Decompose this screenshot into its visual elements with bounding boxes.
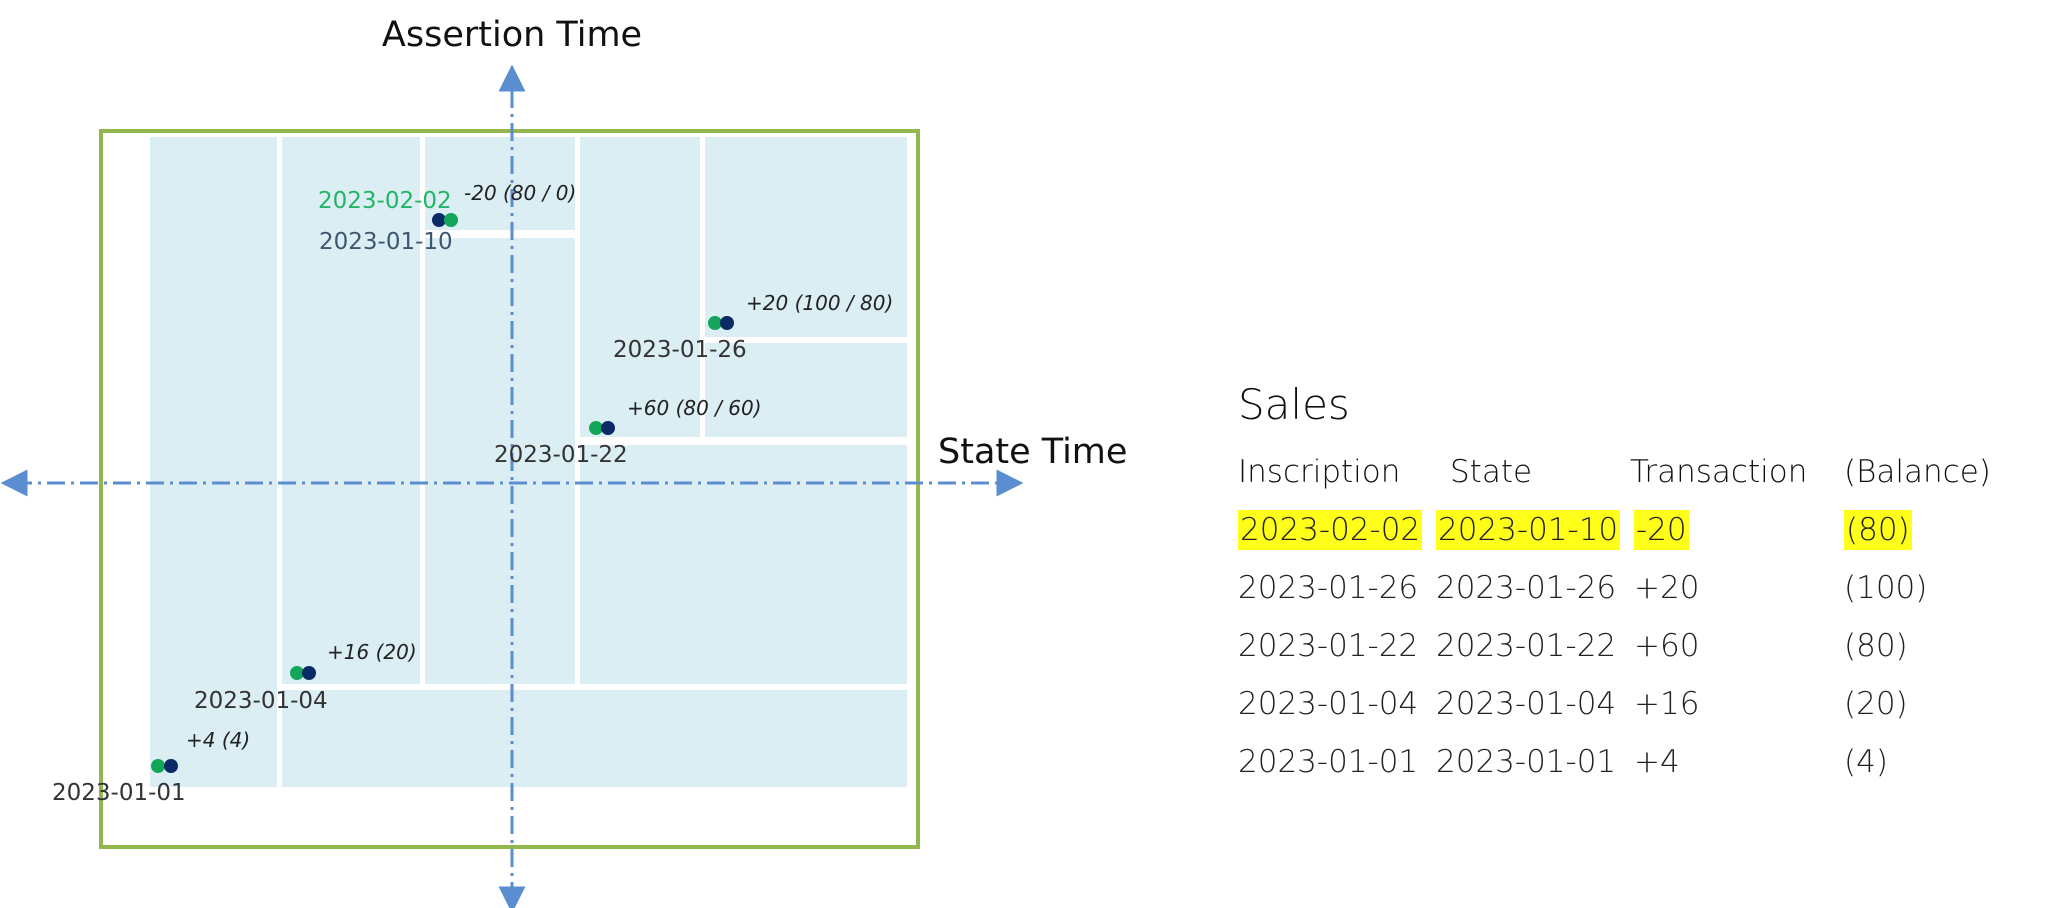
cell-value: 2023-01-04 — [1238, 686, 1419, 722]
cell-transaction: -20 — [1630, 510, 1844, 550]
table-title: Sales — [1238, 380, 1350, 429]
cell-balance: (4) — [1844, 744, 2014, 780]
point-label: 2023-01-04 — [194, 688, 328, 714]
region-r7 — [705, 137, 907, 337]
point-annotation: +60 (80 / 60) — [627, 396, 762, 420]
cell-value: +60 — [1634, 628, 1700, 664]
dot-navy — [601, 421, 615, 435]
dot-green — [290, 666, 304, 680]
cell-value: 2023-01-26 — [1436, 570, 1617, 606]
point-annotation: +16 (20) — [327, 640, 417, 664]
region-r9 — [580, 445, 907, 684]
cell-inscription: 2023-02-02 — [1238, 510, 1436, 550]
cell-value: 2023-01-10 — [1436, 510, 1621, 550]
cell-value: +4 — [1634, 744, 1680, 780]
cell-value: +20 — [1634, 570, 1700, 606]
horizontal-axis-label: State Time — [938, 432, 1127, 472]
cell-state: 2023-01-01 — [1436, 744, 1630, 780]
point-2023-01-04: 2023-01-04 +16 (20) — [194, 640, 417, 714]
point-annotation: +4 (4) — [186, 728, 250, 752]
region-r6 — [580, 137, 700, 437]
cell-inscription: 2023-01-22 — [1238, 628, 1436, 664]
cell-balance: (80) — [1844, 510, 2014, 550]
region-r2 — [282, 137, 420, 684]
cell-inscription: 2023-01-01 — [1238, 744, 1436, 780]
dot-green — [444, 213, 458, 227]
dot-navy — [720, 316, 734, 330]
point-2023-01-26: 2023-01-26 +20 (100 / 80) — [613, 291, 893, 363]
cell-inscription: 2023-01-04 — [1238, 686, 1436, 722]
cell-value: 2023-02-02 — [1238, 510, 1423, 550]
cell-balance: (20) — [1844, 686, 2014, 722]
point-annotation: -20 (80 / 0) — [464, 181, 576, 205]
dot-green — [708, 316, 722, 330]
cell-balance: (80) — [1844, 628, 2014, 664]
header-state: State — [1450, 454, 1533, 490]
region-r8 — [705, 343, 907, 437]
table-row: 2023-01-22 2023-01-22 +60 (80) — [1238, 617, 2018, 675]
point-label: 2023-01-10 — [319, 229, 453, 255]
vertical-axis-label: Assertion Time — [382, 15, 642, 55]
dot-green — [151, 759, 165, 773]
cell-value: 2023-01-04 — [1436, 686, 1617, 722]
dot-navy — [164, 759, 178, 773]
cell-transaction: +4 — [1630, 744, 1844, 780]
point-label: 2023-01-26 — [613, 337, 747, 363]
point-label-assertion: 2023-02-02 — [318, 188, 452, 214]
cell-state: 2023-01-26 — [1436, 570, 1630, 606]
point-annotation: +20 (100 / 80) — [746, 291, 893, 315]
dot-navy — [302, 666, 316, 680]
cell-value: (80) — [1844, 628, 1908, 664]
point-2023-01-22: 2023-01-22 +60 (80 / 60) — [494, 396, 762, 468]
cell-transaction: +20 — [1630, 570, 1844, 606]
cell-transaction: +16 — [1630, 686, 1844, 722]
cell-inscription: 2023-01-26 — [1238, 570, 1436, 606]
point-2023-01-10: 2023-02-02 2023-01-10 -20 (80 / 0) — [318, 181, 576, 255]
cell-value: 2023-01-26 — [1238, 570, 1419, 606]
cell-value: 2023-01-22 — [1238, 628, 1419, 664]
cell-balance: (100) — [1844, 570, 2014, 606]
table-row: 2023-01-04 2023-01-04 +16 (20) — [1238, 675, 2018, 733]
point-label: 2023-01-22 — [494, 442, 628, 468]
table-header-row: Inscription State Transaction (Balance) — [1238, 443, 2018, 501]
cell-value: -20 — [1634, 510, 1689, 550]
table-row: 2023-02-02 2023-01-10 -20 (80) — [1238, 501, 2018, 559]
header-transaction: Transaction — [1630, 454, 1808, 490]
cell-value: +16 — [1634, 686, 1700, 722]
bitemporal-diagram: Assertion Time State Time 2023-01-01 +4 … — [0, 15, 1127, 908]
cell-state: 2023-01-10 — [1436, 510, 1630, 550]
cell-value: 2023-01-01 — [1238, 744, 1419, 780]
cell-value: (80) — [1844, 510, 1912, 550]
region-r1 — [150, 137, 277, 787]
cell-value: (100) — [1844, 570, 1928, 606]
sales-table: Sales Inscription State Transaction (Bal… — [1238, 380, 2018, 791]
point-label: 2023-01-01 — [52, 780, 186, 806]
cell-transaction: +60 — [1630, 628, 1844, 664]
point-2023-01-01: 2023-01-01 +4 (4) — [52, 728, 250, 806]
table-row: 2023-01-26 2023-01-26 +20 (100) — [1238, 559, 2018, 617]
dot-navy — [432, 213, 446, 227]
cell-value: (20) — [1844, 686, 1908, 722]
dot-green — [589, 421, 603, 435]
cell-value: 2023-01-01 — [1436, 744, 1617, 780]
cell-state: 2023-01-04 — [1436, 686, 1630, 722]
cell-state: 2023-01-22 — [1436, 628, 1630, 664]
region-r3 — [282, 690, 907, 787]
cell-value: (4) — [1844, 744, 1888, 780]
cell-value: 2023-01-22 — [1436, 628, 1617, 664]
table-row: 2023-01-01 2023-01-01 +4 (4) — [1238, 733, 2018, 791]
header-balance: (Balance) — [1844, 454, 1991, 490]
header-inscription: Inscription — [1238, 454, 1401, 490]
